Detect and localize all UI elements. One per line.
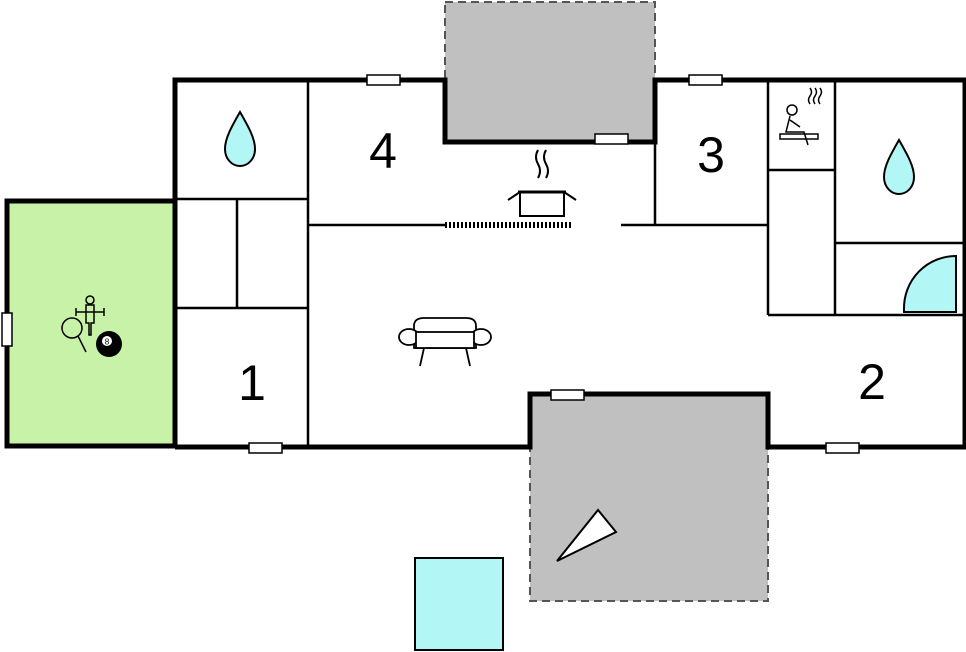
window xyxy=(594,133,629,145)
outer-walls xyxy=(172,77,966,450)
cooking-pot-icon xyxy=(507,149,577,217)
window xyxy=(248,442,283,454)
water-drop-icon xyxy=(223,109,257,168)
window xyxy=(1,312,13,347)
triangle-marker-icon xyxy=(556,508,618,562)
room-number-4: 4 xyxy=(369,123,397,179)
room-number-2: 2 xyxy=(858,354,886,410)
window xyxy=(550,389,585,401)
water-drop-icon xyxy=(882,137,916,196)
room-number-3: 3 xyxy=(697,127,725,183)
window xyxy=(366,74,401,86)
lower-terrace xyxy=(529,393,769,602)
billiard-ball-number: 8 xyxy=(105,338,110,347)
interior-walls xyxy=(175,80,965,447)
window xyxy=(825,442,860,454)
shower-icon xyxy=(902,254,957,313)
pool-icon xyxy=(414,557,504,651)
upper-terrace xyxy=(444,1,656,143)
ping-pong-billiard-icon: 8 xyxy=(61,295,122,357)
sauna-icon xyxy=(779,87,823,146)
room-number-1: 1 xyxy=(238,355,266,411)
windows xyxy=(1,74,860,454)
sofa-icon xyxy=(398,317,492,367)
window xyxy=(688,74,723,86)
